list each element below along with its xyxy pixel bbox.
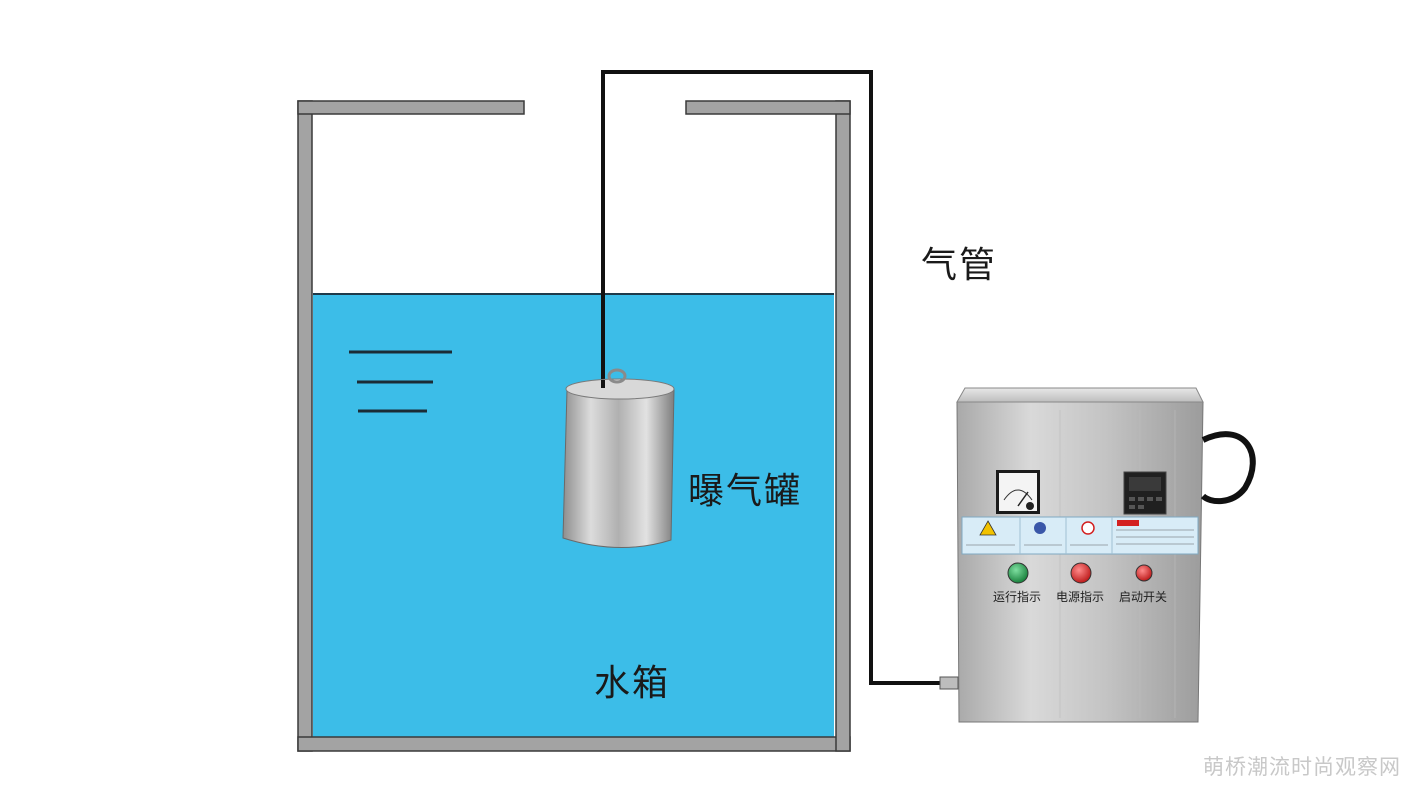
aeration-tank-label: 曝气罐 — [688, 471, 803, 512]
watermark: 萌桥潮流时尚观察网 — [1203, 755, 1401, 779]
air-pipe-label: 气管 — [921, 245, 998, 286]
aeration-tank — [562, 368, 675, 549]
pipe-fitting — [939, 676, 959, 690]
air-pipe — [601, 70, 946, 685]
control-box — [956, 387, 1256, 723]
warning-label-strip — [961, 516, 1199, 555]
caution-tag-icon — [1117, 520, 1139, 526]
run-indicator-lamp — [1007, 562, 1029, 584]
start-switch-button — [1135, 564, 1153, 582]
power-indicator-label: 电源指示 — [1056, 590, 1105, 604]
warning-triangle-icon — [979, 520, 997, 536]
instruction-icon — [1034, 522, 1046, 534]
prohibition-icon — [1081, 521, 1095, 535]
water-level-marks — [349, 350, 452, 413]
water-tank-walls — [297, 100, 851, 752]
water-tank-label: 水箱 — [594, 663, 671, 704]
power-indicator-lamp — [1070, 562, 1092, 584]
run-indicator-label: 运行指示 — [993, 590, 1042, 604]
start-switch-label: 启动开关 — [1119, 590, 1168, 604]
